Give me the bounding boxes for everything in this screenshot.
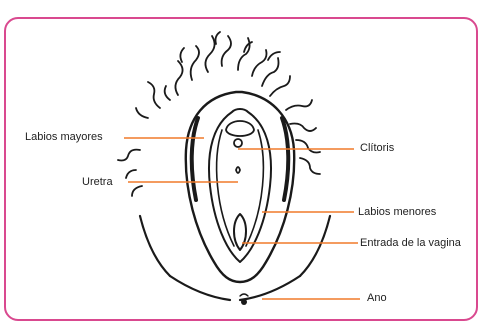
label-labios-menores: Labios menores (358, 206, 436, 218)
label-clitoris: Clítoris (360, 142, 394, 154)
labia-minora-outline (209, 109, 271, 262)
label-ano: Ano (367, 292, 387, 304)
label-entrada-vagina: Entrada de la vagina (360, 237, 461, 249)
urethral-opening (236, 167, 240, 173)
vaginal-opening (234, 214, 246, 250)
label-labios-mayores: Labios mayores (25, 131, 103, 143)
label-uretra: Uretra (82, 176, 113, 188)
clitoris-glans (234, 139, 242, 147)
anus-mark (241, 299, 247, 305)
